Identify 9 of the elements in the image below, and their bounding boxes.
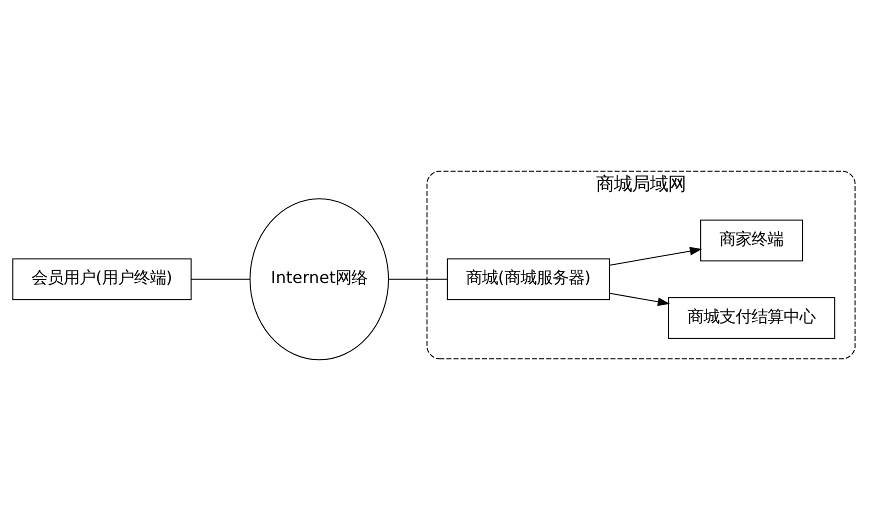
arrow [610,246,702,266]
node-box: 会员用户(用户终端) [12,258,192,300]
node-box: 商家终端 [700,219,804,261]
connector [388,278,448,280]
connector [191,278,250,280]
node-box: 商城(商城服务器) [446,258,610,300]
node-ellipse: Internet网络 [250,198,389,360]
node-box: 商城支付结算中心 [668,296,836,338]
arrow [610,292,670,306]
